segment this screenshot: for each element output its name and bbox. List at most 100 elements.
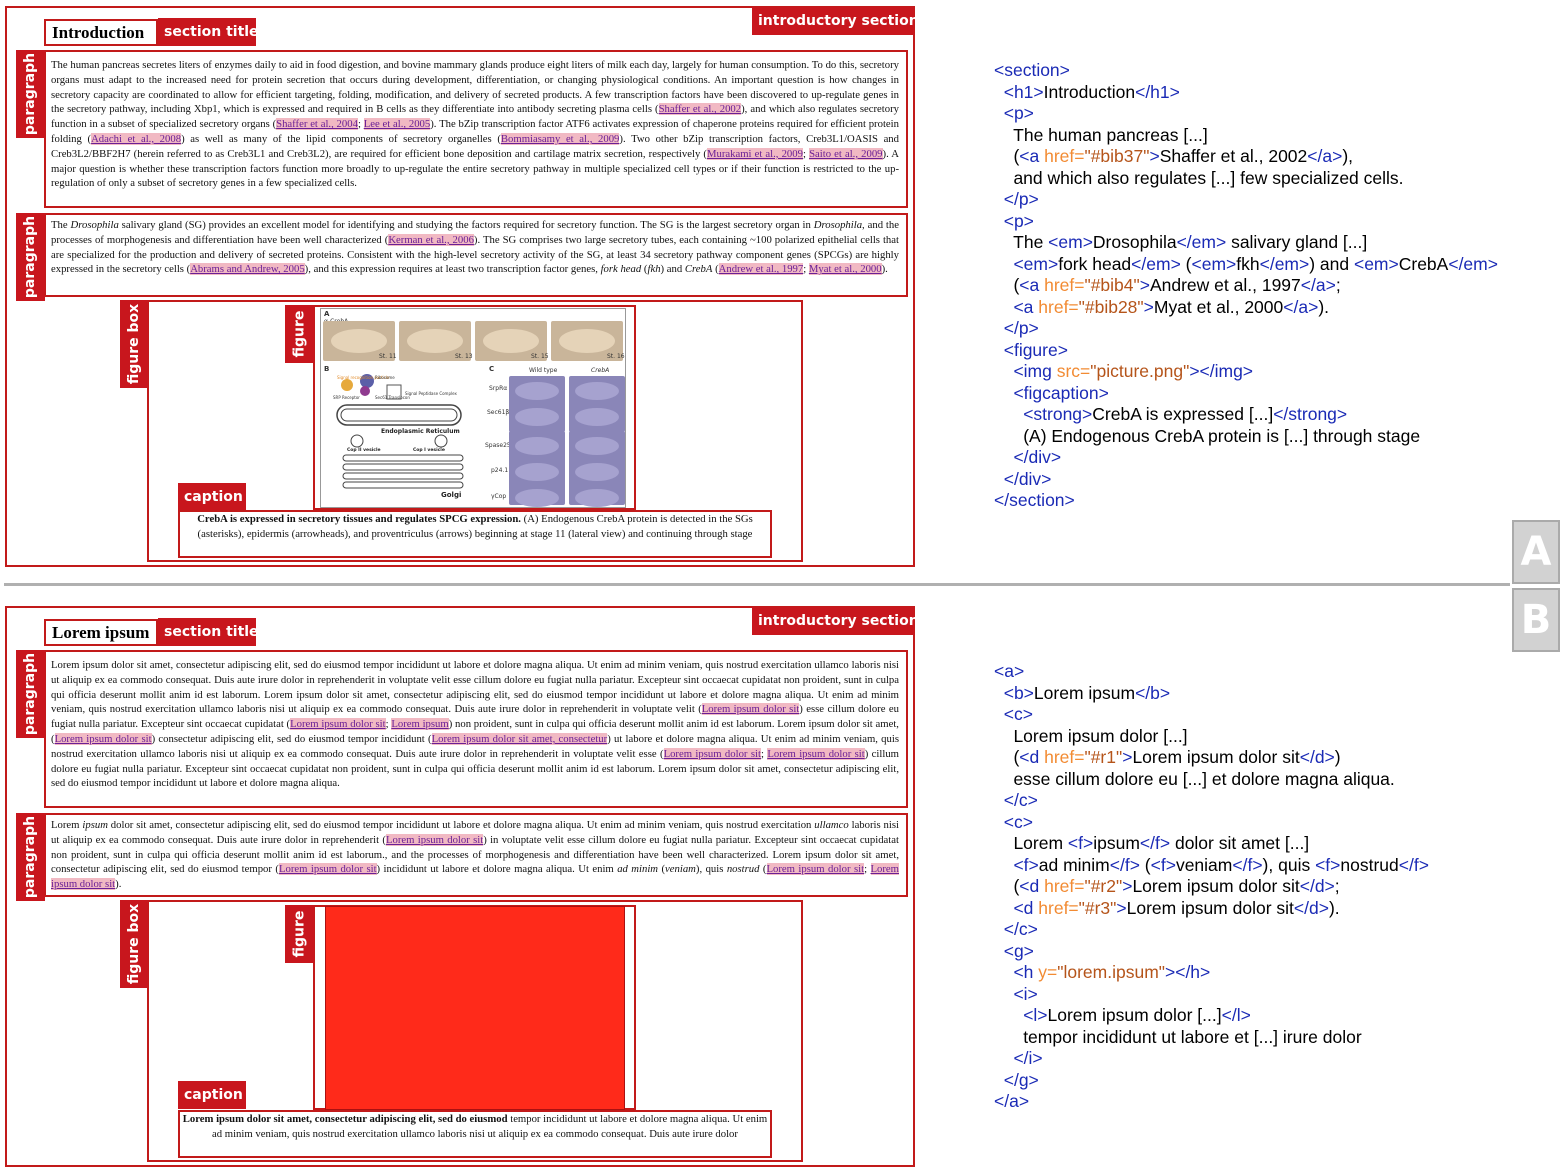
italic-term: veniam <box>665 863 696 876</box>
caption-tag-b: caption <box>178 1081 246 1109</box>
stage-label: St. 13 <box>455 353 473 360</box>
code-line: (A) Endogenous CrebA protein is [...] th… <box>1023 425 1421 446</box>
citation-link[interactable]: Bommiasamy et al., 2009 <box>500 132 620 145</box>
figure-panel-c-label: C <box>489 365 495 373</box>
code-line: <figure> <box>1003 339 1068 360</box>
section-heading-a: Introduction <box>44 19 158 46</box>
citation-link[interactable]: Lorem ipsum dolor sit <box>701 703 800 716</box>
citation-link[interactable]: Lorem ipsum dolor sit <box>663 747 761 760</box>
citation-link[interactable]: Myat et al., 2000 <box>808 263 882 276</box>
embryo-stage-strip <box>323 321 623 361</box>
in-situ-photo <box>509 431 565 461</box>
citation-link[interactable]: Lorem ipsum <box>391 718 449 731</box>
code-line: <c> <box>1003 704 1033 724</box>
stage-label: St. 11 <box>379 353 397 360</box>
diagram-label: Signal Peptidase Complex <box>405 391 457 396</box>
embryo-stage-photo <box>323 321 395 361</box>
stage-label: St. 15 <box>531 353 549 360</box>
citation-link[interactable]: Saito et al., 2009 <box>809 147 883 160</box>
citation-link[interactable]: Lorem ipsum dolor sit <box>290 718 386 731</box>
diagram-label: Endoplasmic Reticulum <box>381 428 460 435</box>
italic-term: fork head <box>600 263 642 276</box>
figure-image-a: A α-CrebA St. 11 St. 13 St. 15 St. 16 B … <box>320 308 626 508</box>
figure-box-tag-a: figure box <box>120 300 148 388</box>
paragraph-tag-a2: paragraph <box>16 213 45 301</box>
figure-placeholder-b <box>325 906 625 1110</box>
code-line: </section> <box>994 490 1075 510</box>
column-header: CrebA <box>591 367 610 374</box>
code-line: esse cillum dolore eu [...] et dolore ma… <box>1013 768 1395 789</box>
caption-text-a: CrebA is expressed in secretory tissues … <box>197 513 753 540</box>
gene-row-label: Spase25 <box>485 442 511 449</box>
citation-link[interactable]: Murakami et al., 2009 <box>706 147 803 160</box>
panel-b-tab[interactable]: B <box>1512 588 1560 652</box>
code-line: and which also regulates [...] few speci… <box>1013 167 1404 188</box>
code-line: <f>ad minim</f> (<f>veniam</f>), quis <f… <box>1013 854 1429 875</box>
code-line: <a> <box>994 661 1025 681</box>
code-line: </p> <box>1003 189 1039 209</box>
citation-link[interactable]: Lorem ipsum dolor sit <box>766 863 865 876</box>
caption-title: Lorem ipsum dolor sit amet, consectetur … <box>182 1113 508 1125</box>
code-line: <b>Lorem ipsum</b> <box>1003 682 1171 703</box>
citation-link[interactable]: Shaffer et al., 2002 <box>658 103 742 116</box>
citation-link[interactable]: Andrew et al., 1997 <box>718 263 804 276</box>
in-situ-photo <box>569 483 625 507</box>
code-line: <c> <box>1003 811 1033 832</box>
citation-link[interactable]: Kerman et al., 2006 <box>388 233 474 246</box>
citation-link[interactable]: Lorem ipsum dolor sit amet, consectetur <box>431 732 608 745</box>
code-line: <a href="#bib28">Myat et al., 2000</a>). <box>1013 296 1330 317</box>
code-line: </i> <box>1013 1048 1043 1068</box>
panel-divider <box>4 583 1510 586</box>
citation-link[interactable]: Lorem ipsum dolor sit <box>54 732 152 745</box>
citation-link[interactable]: Abrams and Andrew, 2005 <box>190 263 305 276</box>
citation-link[interactable]: Shaffer et al., 2004 <box>276 118 358 131</box>
diagram-label: Golgi <box>441 491 461 499</box>
gene-row-label: γCop <box>491 493 507 500</box>
paragraph-text-b1: Lorem ipsum dolor sit amet, consectetur … <box>51 659 899 790</box>
code-line: (<d href="#r1">Lorem ipsum dolor sit</d>… <box>1013 747 1341 767</box>
citation-link[interactable]: Adachi et al., 2008 <box>91 132 182 145</box>
paragraph-text-b2: Lorem ipsum dolor sit amet, consectetur … <box>51 819 899 891</box>
caption-box-b <box>178 1110 772 1158</box>
in-situ-photo <box>509 402 565 432</box>
code-line: <section> <box>994 60 1070 80</box>
code-line: tempor incididunt ut labore et [...] iru… <box>1023 1026 1362 1047</box>
paragraph-text-a2: The Drosophila salivary gland (SG) provi… <box>51 219 899 276</box>
code-line: <p> <box>1003 210 1034 231</box>
in-situ-photo <box>509 376 565 406</box>
italic-term: ipsum <box>82 819 108 831</box>
code-line: The human pancreas [...] <box>1013 124 1208 145</box>
in-situ-photo <box>569 457 625 487</box>
code-line: Lorem ipsum dolor [...] <box>1013 725 1188 746</box>
caption-title: CrebA is expressed in secretory tissues … <box>197 513 521 525</box>
italic-term: fkh <box>647 263 661 276</box>
code-line: (<d href="#r2">Lorem ipsum dolor sit</d>… <box>1013 876 1340 896</box>
citation-link[interactable]: Lorem ipsum dolor sit <box>767 747 865 760</box>
gene-row-label: SrpRα <box>489 385 508 392</box>
citation-link[interactable]: Lorem ipsum dolor sit <box>278 863 377 876</box>
introductory-section-box-a <box>5 6 915 567</box>
code-line: </div> <box>1003 468 1052 489</box>
citation-link[interactable]: Lee et al., 2005 <box>363 118 431 131</box>
in-situ-photo <box>569 376 625 406</box>
code-line: <h y="lorem.ipsum"></h> <box>1013 962 1211 982</box>
in-situ-photo <box>569 431 625 461</box>
code-line: </c> <box>1003 790 1038 810</box>
in-situ-photo <box>509 483 565 507</box>
figure-frame-a <box>313 305 636 510</box>
panel-a-tab[interactable]: A <box>1512 520 1560 584</box>
caption-box-a <box>178 510 772 558</box>
diagram-label: Ribosome <box>375 375 395 380</box>
in-situ-photo <box>569 402 625 432</box>
diagram-label: Cop I vesicle <box>413 447 445 453</box>
code-line: The <em>Drosophila</em> salivary gland [… <box>1013 232 1368 252</box>
figure-box-b <box>147 900 803 1162</box>
figure-panel-b-label: B <box>324 365 330 373</box>
citation-link[interactable]: Lorem ipsum dolor sit <box>386 833 484 846</box>
diagram-label: Cop II vesicle <box>347 447 381 453</box>
code-line: (<a href="#bib4">Andrew et al., 1997</a>… <box>1013 275 1341 295</box>
introductory-section-tag-a: introductory section <box>752 7 919 35</box>
paragraph-tag-a1: paragraph <box>16 50 45 138</box>
figure-tag-a: figure <box>285 305 314 363</box>
code-line: <g> <box>1003 940 1034 961</box>
